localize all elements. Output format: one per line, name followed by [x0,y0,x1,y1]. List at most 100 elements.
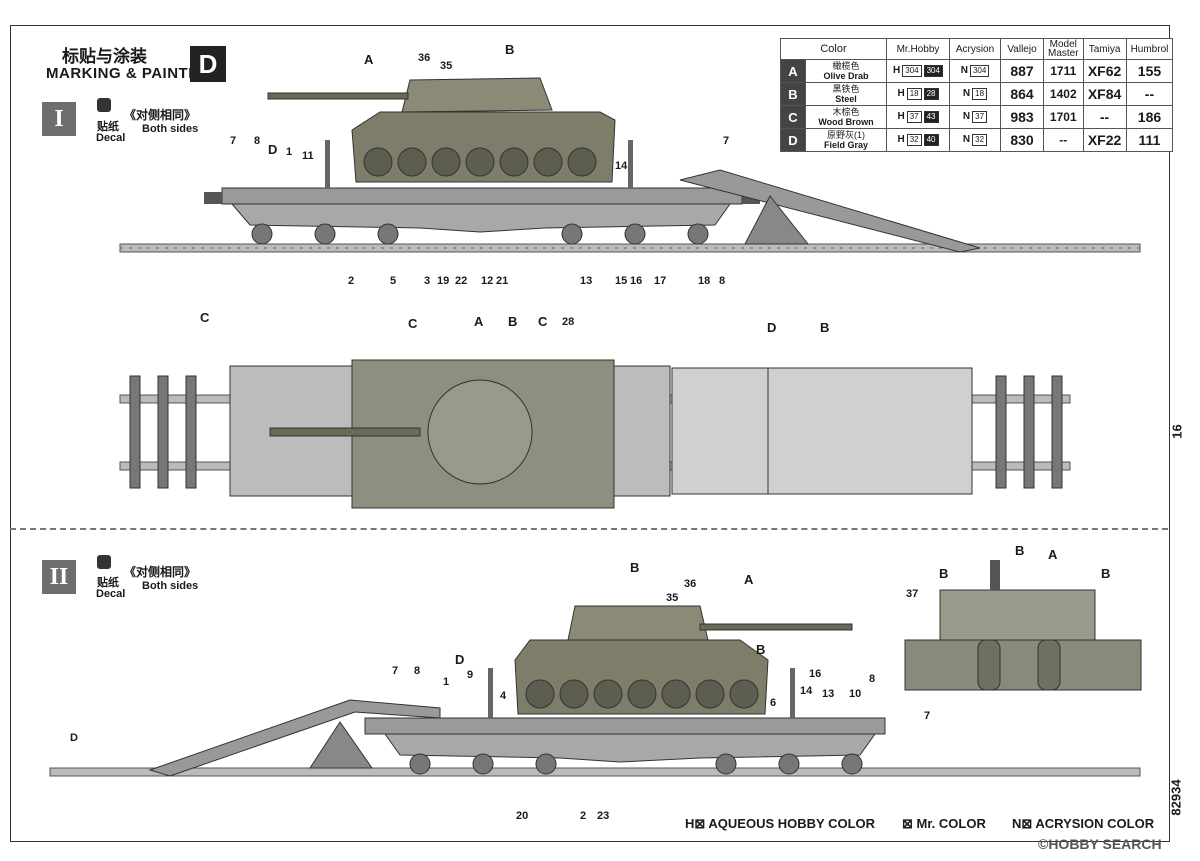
callout: 11 [302,150,314,162]
section-divider [10,528,1168,530]
callout: 14 [800,685,813,697]
callout: 22 [455,275,468,287]
decal-icon [97,555,111,569]
rear-view-turret [939,589,1096,641]
callout: A [1048,547,1058,562]
track-rail-2 [49,767,1141,777]
rear-view-exhaust [1037,639,1061,691]
loading-ramp [679,169,981,253]
flatcar-deck [221,187,743,205]
tank-turret [401,77,553,113]
tank-gun [267,92,409,100]
callout: 10 [849,688,862,700]
section-2-roman: II [42,560,76,594]
ramp-stand-2 [309,721,373,769]
callout: 6 [770,697,777,709]
callout: 19 [437,275,450,287]
ramp-top [671,367,973,495]
callout: 18 [698,275,711,287]
callout: 9 [467,669,474,681]
callout: B [508,314,518,329]
callout: B [630,560,640,575]
sides-cn: 《对侧相同》 [124,108,197,122]
tank-road-wheels-2 [525,679,759,709]
callout: A [744,572,754,587]
callout: 8 [719,275,726,287]
callout: 16 [809,668,822,680]
legend-mr-color: ⊠ Mr. COLOR [902,816,986,831]
rear-view-mg [990,560,1000,590]
loading-ramp-2 [148,699,441,777]
callout: 13 [822,688,835,700]
callout: 14 [615,160,628,172]
callout: 17 [654,275,667,287]
decal-cn: 贴纸 [97,577,119,589]
watermark: ©HOBBY SEARCH [1038,836,1162,852]
ramp-stand [744,195,810,245]
decal-cn: 贴纸 [97,121,119,133]
callout: D [455,652,465,667]
page-number: 16 [1169,424,1185,439]
callout: 13 [580,275,593,287]
callout: D [767,320,777,335]
flatcar-wheels [251,223,709,245]
callout: 8 [414,665,421,677]
stake-2b [790,668,795,718]
callout: 7 [723,135,730,147]
decal-en: Decal [96,132,126,144]
legend-aqueous: H⊠ AQUEOUS HOBBY COLOR [685,816,876,831]
callout: B [505,42,515,57]
callout: C [200,310,210,325]
callout: B [1015,543,1025,558]
side-view-1 [119,77,1141,253]
sides-cn: 《对侧相同》 [124,565,197,579]
callout: 35 [666,592,679,604]
callout: 2 [580,810,587,822]
callout: A [364,52,374,67]
rear-view-exhaust [977,639,1001,691]
rear-view-hull [904,639,1142,691]
callout: B [1101,566,1111,581]
top-view [119,359,1071,509]
callout: 36 [418,52,431,64]
gun-top [269,427,421,437]
callout: B [756,642,766,657]
callout: 4 [500,690,507,702]
legend-acrysion: N⊠ ACRYSION COLOR [1012,816,1155,831]
callout: 1 [286,146,293,158]
section-1-roman: I [42,102,76,136]
callout: 37 [906,588,919,600]
callout: 3 [424,275,431,287]
tank-turret-2 [567,605,709,641]
scheme-letter: D [190,46,226,82]
flatcar-deck-2 [364,717,886,735]
flatcar-wheels-2 [409,753,863,775]
callout: 8 [254,135,261,147]
buffer-left [204,192,222,204]
callout: 8 [869,673,876,685]
callout: 23 [597,810,610,822]
callout: D [268,142,278,157]
callout: D [70,732,78,744]
tank-gun-2 [699,623,853,631]
callout: 1 [443,676,450,688]
callout: 5 [390,275,397,287]
callout: 2 [348,275,355,287]
callout: 16 [630,275,643,287]
callout: A [474,314,484,329]
title-en: MARKING & PAINTING [46,65,217,82]
track-sleepers-top [129,375,1063,489]
turret-top [427,379,533,485]
tank-road-wheels [363,147,597,177]
callout: C [538,314,548,329]
color-table: Color Mr.Hobby Acrysion Vallejo Model Ma… [780,38,1174,152]
flatcar-frame-2 [384,733,876,763]
callout: B [939,566,949,581]
callout: 7 [230,135,237,147]
callout: 20 [516,810,529,822]
callout: C [408,316,418,331]
flatcar-frame [230,203,731,233]
